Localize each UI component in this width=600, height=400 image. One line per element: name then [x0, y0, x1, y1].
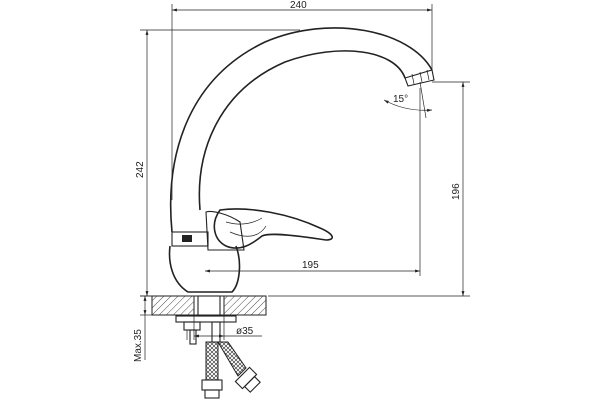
countertop-section	[151, 295, 267, 316]
overall-width-label: 240	[290, 0, 307, 11]
dimension-spout-angle: 15°	[383, 81, 433, 119]
dimension-overall-height: 242	[135, 29, 300, 297]
max-thickness-label: Max.35	[133, 329, 144, 362]
dimension-max-counter-thickness: Max.35	[133, 295, 152, 362]
hole-diameter-label: ø35	[236, 326, 254, 337]
dimension-overall-width: 240	[171, 0, 433, 200]
dimension-spout-height: 196	[268, 81, 470, 297]
faucet-body	[168, 27, 435, 293]
overall-height-label: 242	[135, 161, 146, 178]
dimension-spout-reach: 195	[205, 88, 421, 276]
spout-height-label: 196	[451, 183, 462, 200]
spout-angle-label: 15°	[393, 94, 408, 105]
supply-hoses	[201, 341, 261, 399]
dimension-hole-diameter: ø35	[193, 316, 262, 340]
spout-reach-label: 195	[302, 260, 319, 271]
